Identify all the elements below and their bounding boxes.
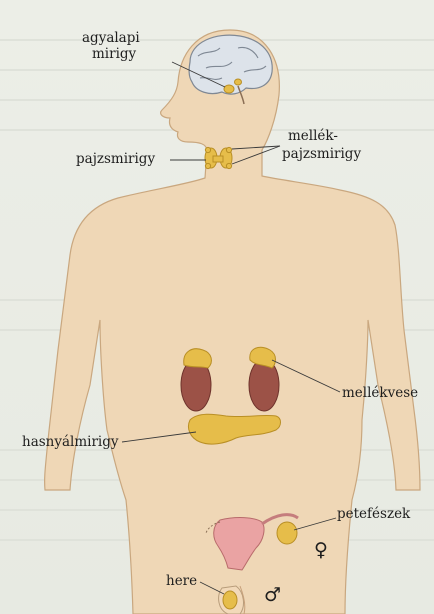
label-ovary: petefészek <box>337 506 411 522</box>
testis-gland <box>223 591 237 609</box>
label-testis: here <box>166 573 197 589</box>
female-symbol: ♀ <box>314 539 328 561</box>
pituitary-gland <box>224 85 234 93</box>
male-symbol: ♂ <box>264 584 281 606</box>
kidney-right <box>249 359 279 411</box>
label-pituitary-line1: agyalapi <box>82 30 140 46</box>
pineal-gland <box>235 79 242 85</box>
label-pituitary-line2: mirigy <box>92 46 137 62</box>
label-adrenal: mellékvese <box>342 385 418 401</box>
label-thyroid: pajzsmirigy <box>76 151 155 167</box>
label-parathyroid-line1: mellék- <box>288 128 338 144</box>
ovary <box>277 522 297 544</box>
label-parathyroid-line2: pajzsmirigy <box>282 146 361 162</box>
label-pancreas: hasnyálmirigy <box>22 434 119 450</box>
adrenal-gland-left <box>184 349 212 368</box>
